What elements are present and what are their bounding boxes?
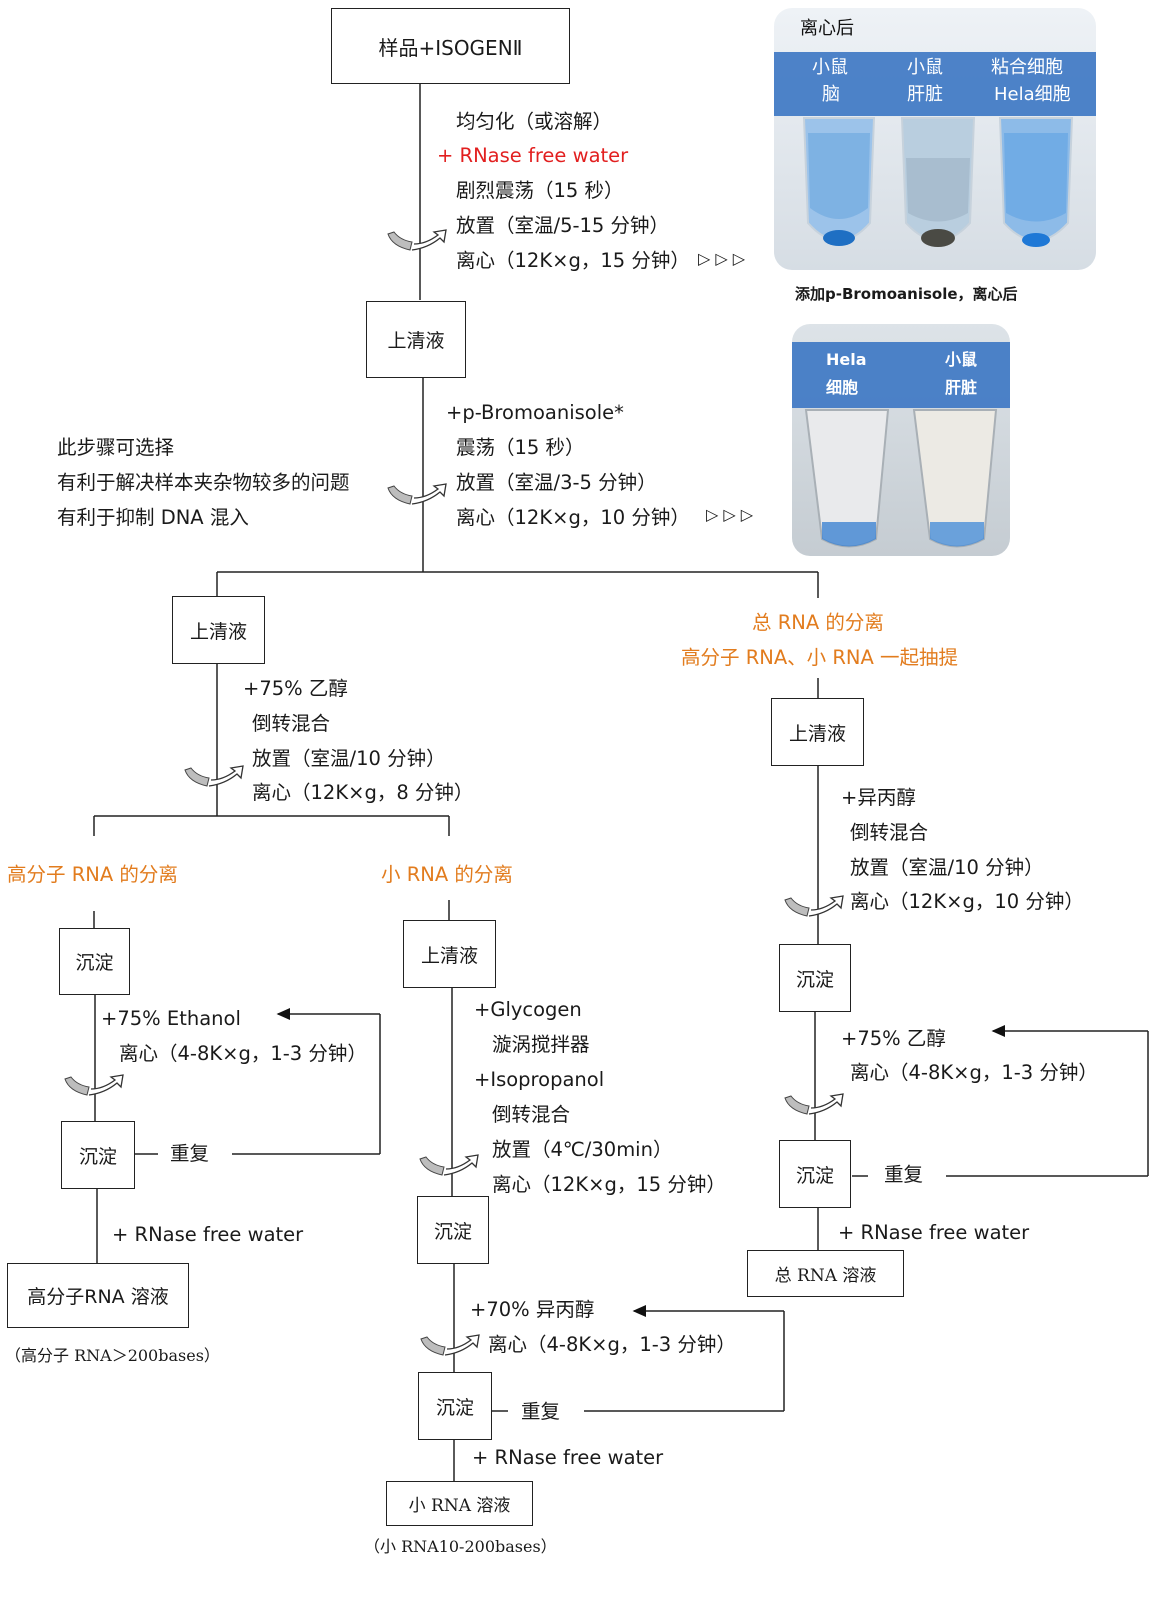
photo2-band xyxy=(792,342,1010,408)
total-wash-centrifuge: 离心（4-8K×g，1-3 分钟） xyxy=(850,1061,1098,1084)
small-invert-mix: 倒转混合 xyxy=(492,1103,571,1126)
total-centrifuge: 离心（12K×g，10 分钟） xyxy=(850,890,1084,913)
total-rna-title: 总 RNA 的分离 xyxy=(752,611,884,634)
small-rna-title: 小 RNA 的分离 xyxy=(381,863,513,886)
photo1-tube3-line2: Hela细胞 xyxy=(994,84,1071,105)
centrifuge-icon xyxy=(784,1093,844,1115)
step1-homogenize: 均匀化（或溶解） xyxy=(456,110,613,133)
centrifuge-icon xyxy=(784,895,844,917)
total-result-box: 总 RNA 溶液 xyxy=(747,1250,904,1297)
small-result-box: 小 RNA 溶液 xyxy=(386,1481,533,1526)
supernatant-box-left: 上清液 xyxy=(172,596,265,664)
photo2-tube2-line1: 小鼠 xyxy=(945,350,978,369)
photo-after-centrifuge: 离心后 小鼠 脑 小鼠 肝脏 粘合细胞 Hela细胞 xyxy=(774,8,1096,270)
centrifuge-icon xyxy=(420,1334,480,1356)
photo2-tubes xyxy=(804,409,998,548)
photo2-tube1-line1: Hela xyxy=(826,350,867,369)
total-wash-ethanol: +75% 乙醇 xyxy=(841,1027,946,1050)
left-centrifuge: 离心（12K×g，8 分钟） xyxy=(252,781,474,804)
centrifuge-icon xyxy=(387,483,447,505)
photo2-tube1-line2: 细胞 xyxy=(826,378,859,397)
left-stand: 放置（室温/10 分钟） xyxy=(252,747,446,770)
total-repeat: 重复 xyxy=(884,1163,924,1186)
optional-note-1: 此步骤可选择 xyxy=(57,436,175,459)
hmw-wash-centrifuge: 离心（4-8K×g，1-3 分钟） xyxy=(119,1042,367,1065)
small-precipitate-box-1: 沉淀 xyxy=(417,1196,489,1264)
small-repeat: 重复 xyxy=(521,1400,561,1423)
hmw-result-box: 高分子RNA 溶液 xyxy=(7,1263,189,1328)
total-invert-mix: 倒转混合 xyxy=(850,821,929,844)
photo2-caption: 添加p-Bromoanisole，离心后 xyxy=(795,285,1018,303)
photo1-title: 离心后 xyxy=(800,18,854,39)
total-stand: 放置（室温/10 分钟） xyxy=(850,856,1044,879)
total-add-water: + RNase free water xyxy=(838,1221,1030,1244)
photo1-band xyxy=(774,52,1096,116)
step1-arrow-icons: ▷ ▷ ▷ xyxy=(698,249,746,268)
total-precipitate-box-1: 沉淀 xyxy=(779,944,851,1012)
small-add-glycogen: +Glycogen xyxy=(474,998,582,1021)
step1-shake: 剧烈震荡（15 秒） xyxy=(456,179,624,202)
supernatant-box-1: 上清液 xyxy=(366,301,466,378)
left-add-ethanol: +75% 乙醇 xyxy=(243,677,348,700)
optional-note-2: 有利于解决样本夹杂物较多的问题 xyxy=(57,471,350,494)
step2-add-bromoanisole: +p-Bromoanisole* xyxy=(446,401,624,424)
photo1-tube2-line2: 肝脏 xyxy=(907,84,943,105)
small-stand: 放置（4℃/30min） xyxy=(492,1138,673,1161)
photo-after-bromoanisole: Hela 细胞 小鼠 肝脏 xyxy=(792,324,1010,556)
small-wash-centrifuge: 离心（4-8K×g，1-3 分钟） xyxy=(488,1333,736,1356)
sample-box: 样品+ISOGENⅡ xyxy=(331,8,570,84)
centrifuge-icon xyxy=(419,1154,479,1176)
small-centrifuge: 离心（12K×g，15 分钟） xyxy=(492,1173,726,1196)
optional-note-3: 有利于抑制 DNA 混入 xyxy=(57,506,249,529)
photo1-tube1-line2: 脑 xyxy=(822,84,840,105)
step2-arrow-icons: ▷ ▷ ▷ xyxy=(706,505,754,524)
hmw-repeat: 重复 xyxy=(170,1142,210,1165)
hmw-precipitate-box-1: 沉淀 xyxy=(59,928,130,995)
hmw-title: 高分子 RNA 的分离 xyxy=(7,863,178,886)
small-wash-isopropanol: +70% 异丙醇 xyxy=(470,1298,595,1321)
left-invert-mix: 倒转混合 xyxy=(252,712,331,735)
step1-stand: 放置（室温/5-15 分钟） xyxy=(456,214,670,237)
photo1-tube2-line1: 小鼠 xyxy=(907,57,943,78)
hmw-add-water: + RNase free water xyxy=(112,1223,304,1246)
total-rna-subtitle: 高分子 RNA、小 RNA 一起抽提 xyxy=(681,646,959,669)
step2-stand: 放置（室温/3-5 分钟） xyxy=(456,471,657,494)
small-add-isopropanol: +Isopropanol xyxy=(474,1068,605,1091)
centrifuge-icon xyxy=(387,229,447,251)
step2-shake: 震荡（15 秒） xyxy=(456,436,585,459)
photo1-tube3-line1: 粘合细胞 xyxy=(991,57,1063,78)
step1-centrifuge: 离心（12K×g，15 分钟） xyxy=(456,249,690,272)
small-precipitate-box-2: 沉淀 xyxy=(418,1372,492,1440)
hmw-wash-ethanol: +75% Ethanol xyxy=(101,1007,241,1030)
hmw-note: （高分子 RNA＞200bases） xyxy=(5,1346,220,1365)
step1-add-water: + RNase free water xyxy=(437,144,629,167)
small-add-water: + RNase free water xyxy=(472,1446,664,1469)
photo1-tubes xyxy=(802,117,1074,247)
total-add-isopropanol: +异丙醇 xyxy=(841,786,916,809)
total-precipitate-box-2: 沉淀 xyxy=(779,1140,851,1208)
small-vortex: 漩涡搅拌器 xyxy=(492,1033,590,1056)
centrifuge-icon xyxy=(184,765,244,787)
step2-centrifuge: 离心（12K×g，10 分钟） xyxy=(456,506,690,529)
photo2-tube2-line2: 肝脏 xyxy=(945,378,978,397)
hmw-precipitate-box-2: 沉淀 xyxy=(61,1121,135,1189)
total-supernatant-box: 上清液 xyxy=(771,698,864,766)
small-supernatant-box: 上清液 xyxy=(403,920,496,988)
small-note: （小 RNA10-200bases） xyxy=(364,1537,557,1556)
photo1-tube1-line1: 小鼠 xyxy=(812,57,848,78)
centrifuge-icon xyxy=(64,1074,124,1096)
